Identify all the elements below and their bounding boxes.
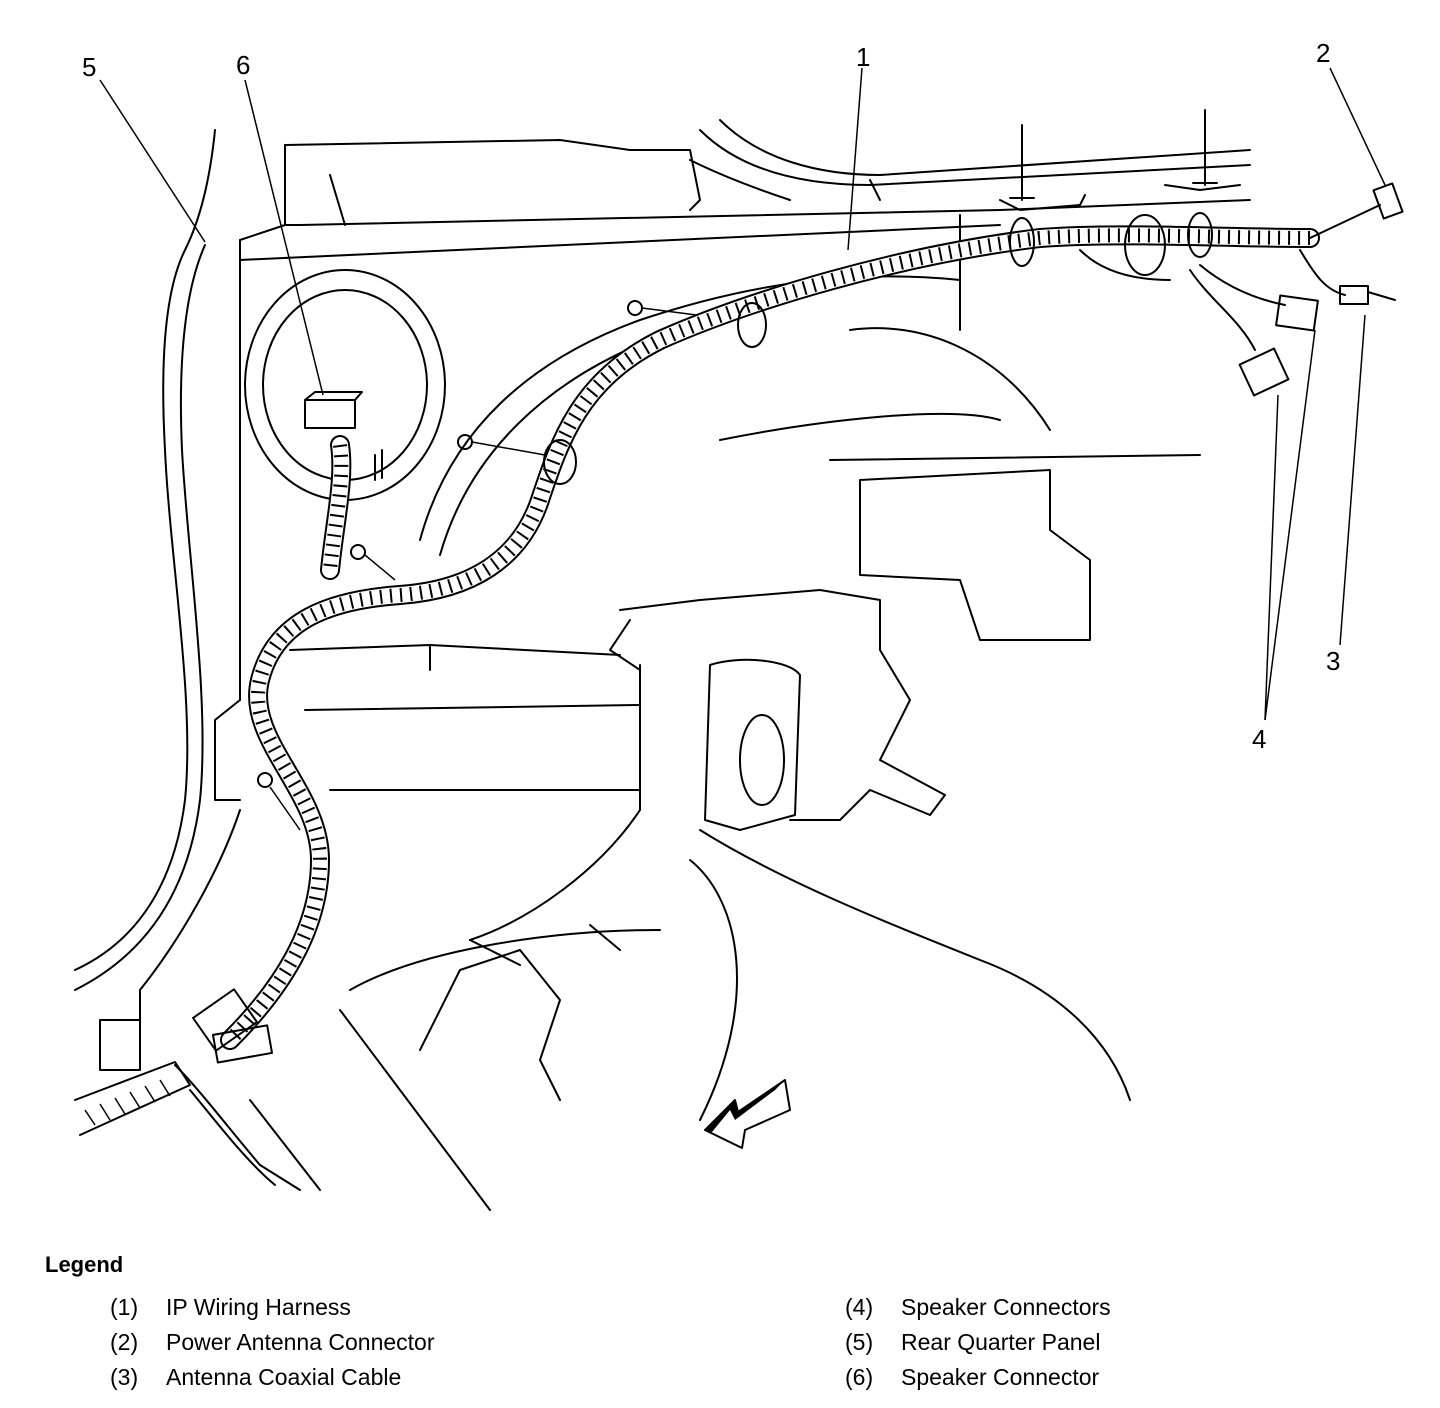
legend-item-number: (3) [110, 1364, 139, 1390]
legend-column-left: (1) IP Wiring Harness (2) Power Antenna … [110, 1290, 435, 1395]
speaker-connectors-4 [1238, 294, 1319, 397]
callout-5: 5 [82, 52, 96, 82]
legend-item: (3) Antenna Coaxial Cable [110, 1360, 435, 1395]
legend-item: (1) IP Wiring Harness [110, 1290, 435, 1325]
antenna-coaxial-cable [1339, 285, 1396, 305]
speaker-connector-6 [304, 391, 363, 429]
legend-item: (4) Speaker Connectors [845, 1290, 1111, 1325]
legend-item-label: Rear Quarter Panel [901, 1329, 1101, 1355]
legend-item-number: (4) [845, 1294, 874, 1320]
legend-item-number: (5) [845, 1329, 874, 1355]
legend-item: (2) Power Antenna Connector [110, 1325, 435, 1360]
wiring-diagram: 1 2 3 4 5 6 [74, 38, 1404, 1211]
legend-item-label: IP Wiring Harness [166, 1294, 351, 1320]
callout-1: 1 [856, 42, 870, 72]
lower-harness-connector [74, 988, 301, 1191]
callout-4: 4 [1252, 724, 1266, 754]
interior-structure [249, 275, 1201, 1211]
callout-2: 2 [1316, 38, 1330, 68]
legend-item-label: Power Antenna Connector [166, 1329, 435, 1355]
legend-item-label: Antenna Coaxial Cable [166, 1364, 402, 1390]
callout-6: 6 [236, 50, 250, 80]
callout-3: 3 [1326, 646, 1340, 676]
leader-lines [99, 67, 1386, 721]
legend-title: Legend [45, 1252, 124, 1277]
legend-item-label: Speaker Connectors [901, 1294, 1111, 1320]
ip-wiring-harness [220, 204, 1381, 1050]
legend-item: (5) Rear Quarter Panel [845, 1325, 1111, 1360]
front-direction-arrow [704, 1079, 791, 1149]
fasteners [257, 109, 1218, 831]
rear-quarter-panel [74, 129, 241, 1071]
legend-item-number: (6) [845, 1364, 874, 1390]
legend-item-number: (1) [110, 1294, 139, 1320]
legend-item-label: Speaker Connector [901, 1364, 1100, 1390]
legend-item: (6) Speaker Connector [845, 1360, 1111, 1395]
legend-column-right: (4) Speaker Connectors (5) Rear Quarter … [845, 1290, 1111, 1395]
legend-item-number: (2) [110, 1329, 139, 1355]
power-antenna-connector [1372, 182, 1404, 220]
upper-body-panel [239, 119, 1251, 331]
